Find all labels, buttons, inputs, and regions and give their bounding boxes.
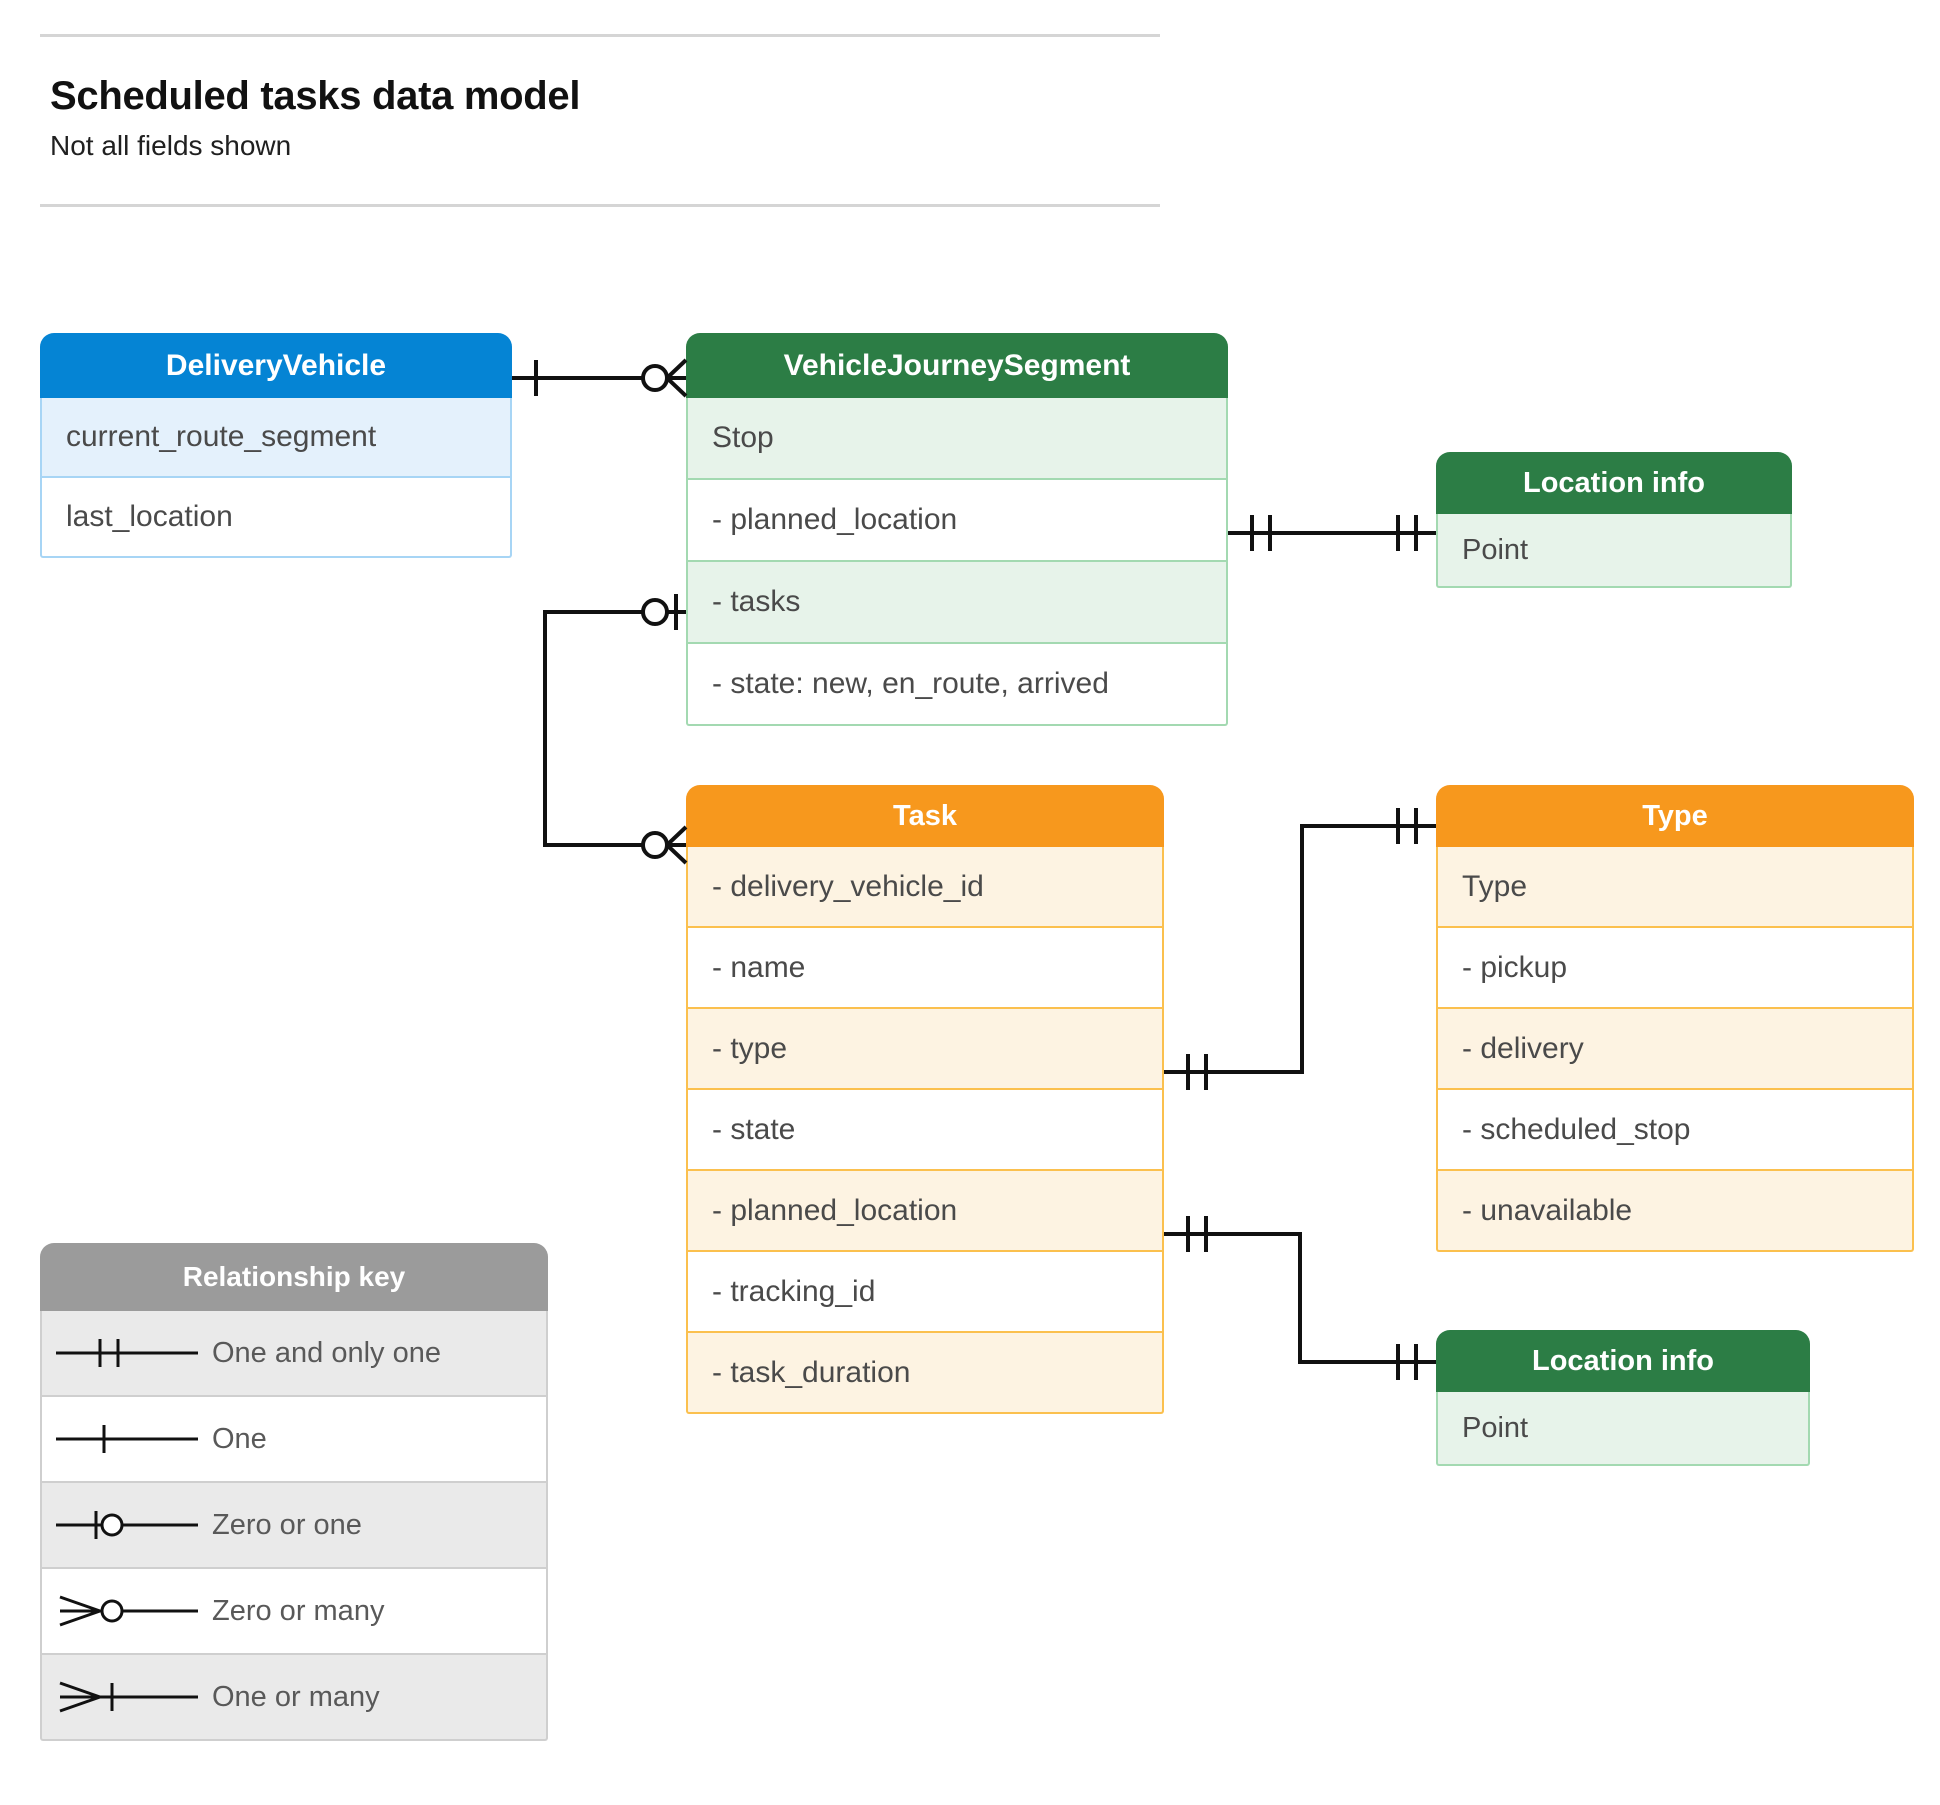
entity-type[interactable]: Type Type - pickup - delivery - schedule… — [1436, 785, 1914, 1252]
entity-field-row: - pickup — [1436, 928, 1914, 1009]
legend-title: Relationship key — [40, 1243, 548, 1311]
entity-field-row: - state — [686, 1090, 1164, 1171]
entity-field-row: Point — [1436, 514, 1792, 588]
entity-field-row: - tasks — [686, 562, 1228, 644]
entity-field-row: - unavailable — [1436, 1171, 1914, 1252]
legend-item: One or many — [40, 1655, 548, 1741]
legend-item: One — [40, 1397, 548, 1483]
connector-journey-segment-to-location-info-top — [1228, 515, 1436, 551]
entity-field-row: - type — [686, 1009, 1164, 1090]
entity-field-row: - delivery — [1436, 1009, 1914, 1090]
connector-task-planned-location-to-location-info-bottom — [1164, 1216, 1436, 1380]
connector-delivery-vehicle-to-journey-segment — [512, 358, 688, 398]
entity-field-row: - scheduled_stop — [1436, 1090, 1914, 1171]
entity-location-info-bottom[interactable]: Location info Point — [1436, 1330, 1810, 1466]
one-and-only-one-icon — [42, 1333, 212, 1373]
entity-field-row: - planned_location — [686, 1171, 1164, 1252]
entity-title-location-info-top: Location info — [1436, 452, 1792, 514]
connector-journey-segment-tasks-to-task — [543, 594, 688, 865]
entity-title-type: Type — [1436, 785, 1914, 847]
connector-task-type-to-type — [1164, 808, 1436, 1090]
entity-field-row: Type — [1436, 847, 1914, 928]
entity-title-vehicle-journey-segment: VehicleJourneySegment — [686, 333, 1228, 398]
legend-item: Zero or many — [40, 1569, 548, 1655]
entity-vehicle-journey-segment[interactable]: VehicleJourneySegment Stop - planned_loc… — [686, 333, 1228, 726]
entity-title-delivery-vehicle: DeliveryVehicle — [40, 333, 512, 398]
entity-title-location-info-bottom: Location info — [1436, 1330, 1810, 1392]
page-title: Scheduled tasks data model — [50, 74, 581, 118]
entity-field-row: Stop — [686, 398, 1228, 480]
entity-title-task: Task — [686, 785, 1164, 847]
legend-item: One and only one — [40, 1311, 548, 1397]
page-subtitle: Not all fields shown — [50, 130, 292, 161]
entity-delivery-vehicle[interactable]: DeliveryVehicle current_route_segment la… — [40, 333, 512, 558]
header-divider-top — [40, 34, 1160, 37]
zero-or-many-icon — [42, 1591, 212, 1631]
entity-field-row: last_location — [40, 478, 512, 558]
entity-field-row: - planned_location — [686, 480, 1228, 562]
entity-task[interactable]: Task - delivery_vehicle_id - name - type… — [686, 785, 1164, 1414]
one-icon — [42, 1419, 212, 1459]
legend-item: Zero or one — [40, 1483, 548, 1569]
entity-field-row: Point — [1436, 1392, 1810, 1466]
legend-item-label: Zero or many — [212, 1594, 385, 1627]
entity-location-info-top[interactable]: Location info Point — [1436, 452, 1792, 588]
entity-field-row: - delivery_vehicle_id — [686, 847, 1164, 928]
entity-field-row: - state: new, en_route, arrived — [686, 644, 1228, 726]
zero-or-one-icon — [42, 1505, 212, 1545]
header-divider-bottom — [40, 204, 1160, 207]
legend-item-label: One or many — [212, 1680, 380, 1713]
entity-field-row: - name — [686, 928, 1164, 1009]
entity-field-row: - task_duration — [686, 1333, 1164, 1414]
entity-field-row: current_route_segment — [40, 398, 512, 478]
legend-item-label: One and only one — [212, 1336, 441, 1369]
legend-item-label: One — [212, 1422, 267, 1455]
relationship-key-legend[interactable]: Relationship key One and only one One — [40, 1243, 548, 1741]
legend-item-label: Zero or one — [212, 1508, 362, 1541]
entity-field-row: - tracking_id — [686, 1252, 1164, 1333]
one-or-many-icon — [42, 1677, 212, 1717]
